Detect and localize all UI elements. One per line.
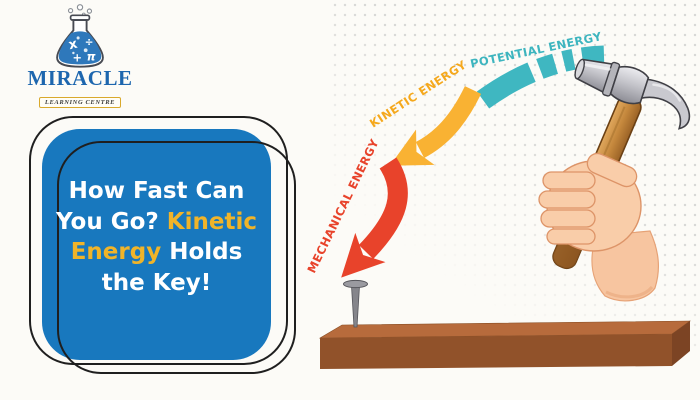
- flask-symbol: x: [67, 37, 79, 54]
- card-outline-back: [29, 116, 288, 365]
- hand-icon: [538, 152, 660, 302]
- flask-symbol: π: [87, 51, 96, 64]
- flask-symbol: +: [72, 52, 81, 65]
- flask-symbol: ÷: [85, 36, 94, 48]
- headline-text: How Fast Can You Go? Kinetic Energy Hold…: [51, 176, 262, 298]
- headline-highlight: Kinetic Energy: [70, 208, 257, 266]
- wood-plank-icon: [318, 320, 691, 369]
- headline-text-before: How Fast Can You Go?: [56, 178, 245, 235]
- brand-tagline: LEARNING CENTRE: [38, 97, 122, 108]
- kinetic-arrow-icon: [389, 85, 482, 166]
- brand-name: MIRACLE: [27, 66, 133, 90]
- potential-arc-icon: [476, 45, 605, 109]
- nail-icon: [343, 279, 368, 328]
- mechanical-arrow-icon: [341, 157, 408, 278]
- headline-text-after: Holds the Key!: [101, 239, 243, 296]
- hammer-head-icon: [574, 58, 691, 130]
- brand-logo: x ÷ + π MIRACLE LEARNING CENTRE: [22, 4, 138, 108]
- card-outline-front: [57, 141, 296, 374]
- flask-icon: x ÷ + π: [56, 4, 104, 68]
